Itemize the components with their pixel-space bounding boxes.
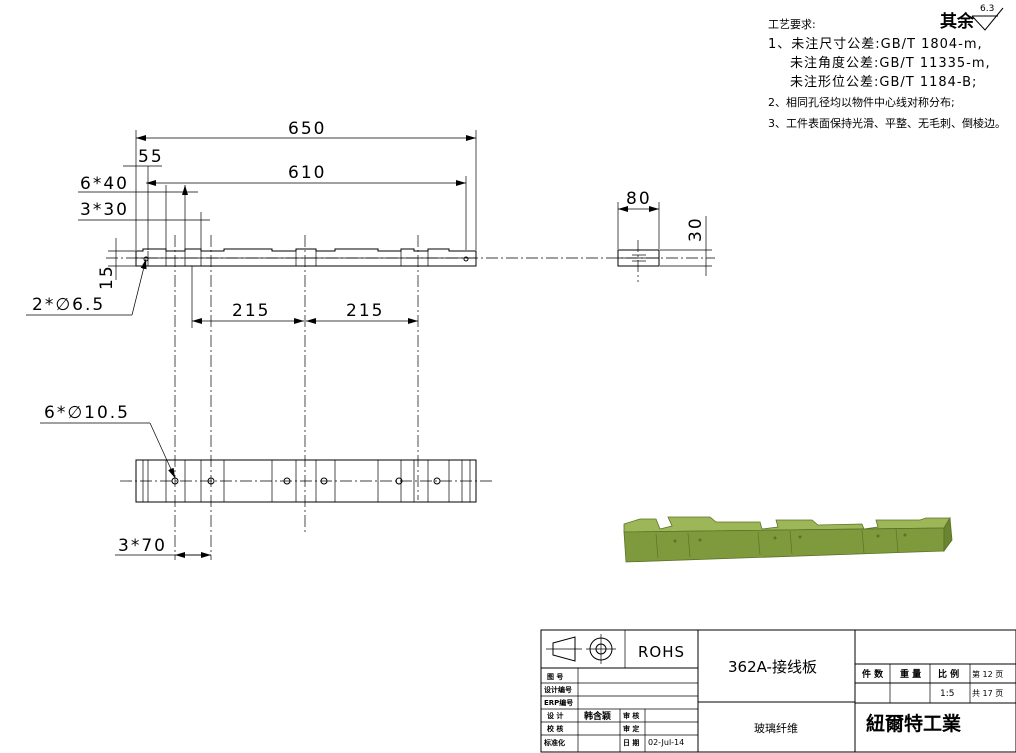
dim-width: 80 [626, 189, 652, 209]
scale-value: 1:5 [940, 689, 954, 699]
title-block: ROHS 图 号 设计编号 ERP编号 设 计 校 核 标准化 韩含颖 审 核 … [540, 629, 1016, 753]
dim-slot-a: 6*40 [80, 174, 129, 194]
label-review: 审 核 [623, 711, 639, 720]
dim-slot-b: 3*30 [80, 200, 129, 220]
dim-hole-span: 610 [288, 163, 326, 183]
label-approve: 审 定 [623, 724, 639, 733]
front-view-outline [135, 248, 477, 267]
date-value: 02-Jul-14 [648, 738, 684, 747]
label-design: 设 计 [547, 711, 563, 720]
front-dimensions: 650 55 610 6*40 3*30 15 2*∅6.5 215 215 [26, 119, 477, 328]
dim-hole-pitch: 3*70 [118, 536, 167, 556]
sheet-number: 第 12 页 [972, 669, 1003, 679]
material: 玻璃纤维 [754, 721, 798, 735]
top-view: 6*∅10.5 3*70 [40, 403, 495, 558]
label-drawing-no: 图 号 [547, 672, 563, 681]
note-line-4: 2、相同孔径均以物件中心线对称分布; [768, 95, 955, 109]
part-name: 362A-接线板 [728, 658, 817, 676]
dim-end-offset: 55 [138, 147, 164, 167]
dim-large-holes: 6*∅10.5 [44, 403, 130, 423]
notes-header: 工艺要求: [768, 18, 816, 31]
hole [320, 477, 328, 485]
dim-overall-length: 650 [288, 119, 326, 139]
note-line-3: 未注形位公差:GB/T 1184-B; [790, 75, 977, 90]
technical-notes: 工艺要求: 其余 6.3 1、未注尺寸公差:GB/T 1804-m, 未注角度公… [768, 4, 1006, 130]
hole [433, 477, 441, 485]
projection-symbol-icon [546, 634, 616, 664]
iso-end-face [943, 516, 953, 553]
surface-roughness-label: 其余 [940, 11, 975, 32]
total-sheets: 共 17 页 [972, 689, 1003, 698]
dim-small-holes: 2*∅6.5 [32, 295, 105, 315]
label-qty: 件 数 [862, 668, 884, 680]
dim-thickness: 30 [686, 216, 706, 242]
front-view [106, 235, 715, 560]
hole [207, 477, 215, 485]
side-view: 80 30 [617, 189, 712, 282]
dim-height: 15 [97, 264, 117, 290]
roughness-value: 6.3 [980, 4, 994, 14]
iso-top-face [623, 516, 951, 533]
label-design-no: 设计编号 [544, 685, 572, 694]
dim-pitch-right: 215 [346, 301, 384, 321]
note-line-1: 1、未注尺寸公差:GB/T 1804-m, [768, 37, 983, 52]
designer-name: 韩含颖 [584, 710, 611, 722]
hole [283, 477, 291, 485]
note-line-5: 3、工件表面保持光滑、平整、无毛刺、倒棱边。 [768, 116, 1006, 130]
label-standard: 标准化 [543, 738, 565, 747]
dim-pitch-left: 215 [232, 301, 270, 321]
note-line-2: 未注角度公差:GB/T 11335-m, [790, 55, 991, 71]
isometric-view [623, 516, 953, 563]
label-check: 校 核 [547, 724, 563, 733]
label-date: 日 期 [623, 738, 639, 747]
iso-front-face [623, 527, 945, 563]
roughness-symbol [971, 7, 1004, 31]
hole [395, 477, 403, 485]
label-scale: 比 例 [938, 668, 959, 680]
rohs-label: ROHS [638, 643, 685, 661]
label-weight: 重 量 [900, 668, 921, 680]
company-name: 紐爾特工業 [866, 712, 962, 735]
label-erp-no: ERP编号 [544, 698, 573, 707]
